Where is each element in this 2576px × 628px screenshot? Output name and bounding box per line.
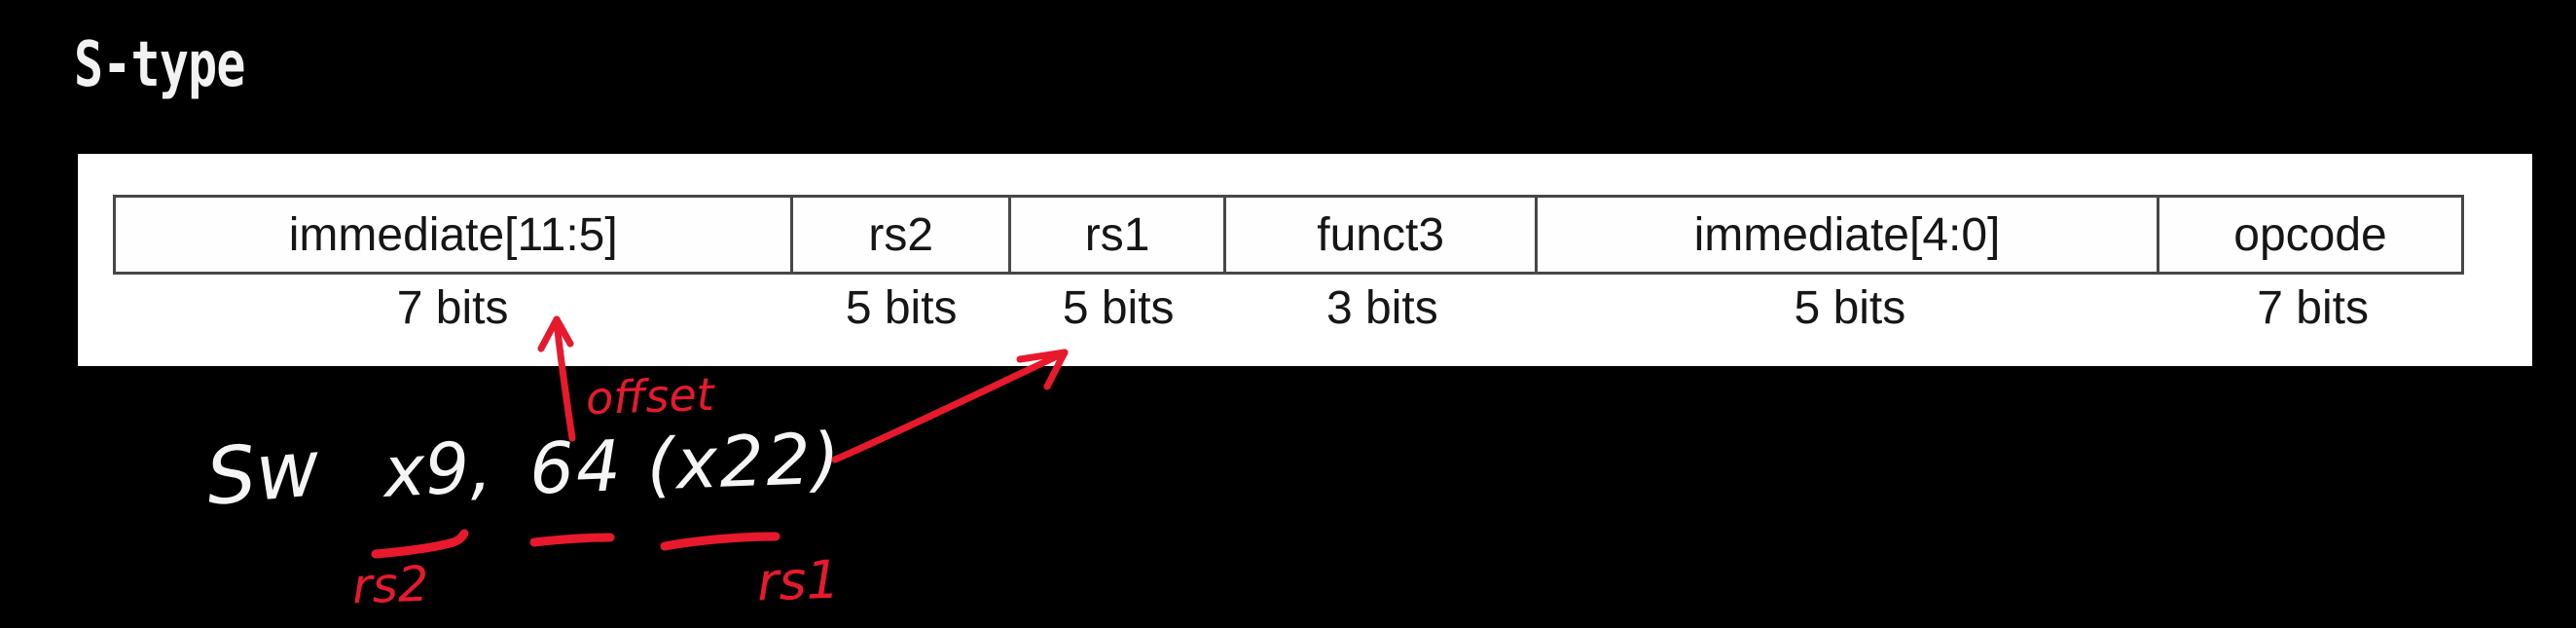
rs1-annotation-label: rs1: [755, 548, 841, 613]
underline-offset-operand: [529, 533, 615, 547]
bits-label-opcode: 7 bits: [2257, 281, 2369, 334]
field-cell-immediate-4-0: immediate[4:0]: [1538, 198, 2160, 272]
page-title: S-type: [74, 29, 245, 101]
underline-rs1-operand: [660, 532, 780, 551]
bits-label-immediate-4-0: 5 bits: [1794, 281, 1906, 334]
field-bit-widths-row: 7 bits 5 bits 5 bits 3 bits 5 bits 7 bit…: [113, 281, 2464, 334]
offset-annotation-label: offset: [585, 367, 715, 425]
field-cell-funct3: funct3: [1226, 198, 1538, 272]
instruction-format-panel: immediate[11:5] rs2 rs1 funct3 immediate…: [78, 154, 2532, 366]
bits-label-rs1: 5 bits: [1062, 281, 1175, 334]
handwritten-operand-rs2: x9,: [381, 425, 494, 513]
field-cell-rs2: rs2: [793, 198, 1011, 272]
bits-label-immediate-11-5: 7 bits: [396, 281, 509, 334]
bits-label-funct3: 3 bits: [1326, 281, 1438, 334]
handwritten-operand-offset-base: 64 (x22): [527, 417, 844, 510]
field-cell-rs1: rs1: [1011, 198, 1227, 272]
bits-label-rs2: 5 bits: [845, 281, 958, 334]
field-cell-opcode: opcode: [2233, 208, 2387, 261]
rs2-annotation-label: rs2: [351, 555, 430, 615]
instruction-format-table: immediate[11:5] rs2 rs1 funct3 immediate…: [113, 195, 2464, 275]
handwritten-mnemonic: Sw: [202, 423, 324, 523]
underline-rs2-operand: [371, 529, 469, 559]
field-cell-immediate-11-5: immediate[11:5]: [116, 198, 794, 272]
base-register-to-rs1-arrow: [831, 349, 1069, 463]
